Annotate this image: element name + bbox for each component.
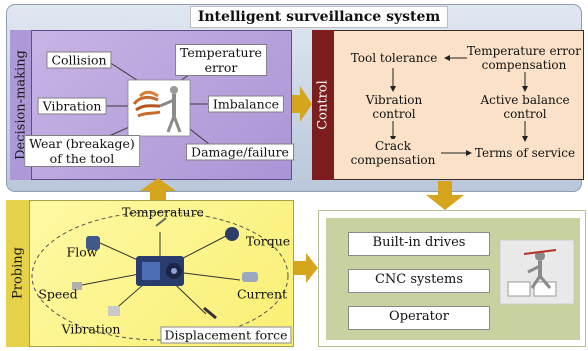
tool-illustration-icon (127, 79, 191, 137)
sensor-displacement-force: Displacement force (160, 326, 292, 344)
sensor-network-ellipse (31, 211, 289, 341)
sensor-small-icons (72, 217, 258, 320)
control-terms-of-service: Terms of service (474, 146, 576, 160)
decision-temperature-error: Temperature error (175, 44, 267, 76)
decision-vibration: Vibration (37, 97, 107, 115)
execution-built-in-drives: Built-in drives (348, 232, 490, 256)
probing-sidebar (6, 200, 30, 347)
sensor-flow: Flow (66, 244, 98, 260)
control-temperature-error-compensation: Temperature error compensation (467, 44, 581, 72)
execution-cnc-systems: CNC systems (348, 269, 490, 293)
decision-damage-failure: Damage/failure (186, 143, 294, 161)
displacement-sensor-icon (203, 306, 217, 320)
operator-figure-icon (499, 239, 575, 305)
spindle-sensor-hub-icon (136, 256, 184, 286)
flow-arrow-decision-to-control (292, 86, 312, 122)
control-tool-tolerance: Tool tolerance (350, 51, 438, 65)
decision-imbalance: Imbalance (207, 95, 285, 113)
speed-sensor-icon (72, 282, 82, 290)
sensor-speed: Speed (38, 286, 78, 302)
sensor-torque: Torque (245, 233, 291, 249)
decision-collision: Collision (46, 51, 112, 69)
decision-wear-breakage: Wear (breakage) of the tool (24, 135, 140, 167)
current-sensor-icon (242, 272, 258, 282)
torque-sensor-icon (225, 227, 239, 241)
flow-sensor-icon (86, 236, 100, 250)
execution-operator: Operator (348, 306, 490, 330)
diagram-title: Intelligent surveillance system (190, 6, 448, 28)
probe-icon (155, 217, 167, 227)
control-vibration-control: Vibration control (365, 93, 423, 121)
control-active-balance-control: Active balance control (480, 93, 570, 121)
sensor-temperature: Temperature (122, 204, 204, 220)
control-crack-compensation: Crack compensation (350, 139, 436, 167)
flow-arrow-execution-to-probing (294, 253, 318, 283)
sensor-current: Current (236, 286, 288, 302)
control-sidebar (312, 30, 334, 180)
flow-arrow-probing-to-decision (140, 178, 176, 200)
flow-arrow-control-to-execution (426, 181, 464, 210)
vibration-sensor-icon (108, 306, 120, 316)
sensor-vibration: Vibration (61, 321, 121, 337)
